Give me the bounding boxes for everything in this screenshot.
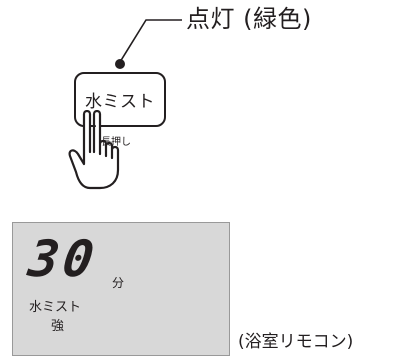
time-unit: 分 <box>112 276 125 290</box>
indicator-label: 点灯 (緑色) <box>186 5 312 33</box>
pressing-hand-icon <box>68 110 120 190</box>
caption: (浴室リモコン) <box>238 332 354 352</box>
long-press-hint: 長押し <box>101 137 131 148</box>
time-digits: 30 <box>24 230 102 288</box>
indicator-led <box>115 59 125 69</box>
level-label: 強 <box>51 319 65 334</box>
lcd-display: 30 分 水ミスト 強 <box>12 222 230 356</box>
mode-label: 水ミスト <box>29 300 82 315</box>
water-mist-button-label: 水ミスト <box>85 92 155 112</box>
